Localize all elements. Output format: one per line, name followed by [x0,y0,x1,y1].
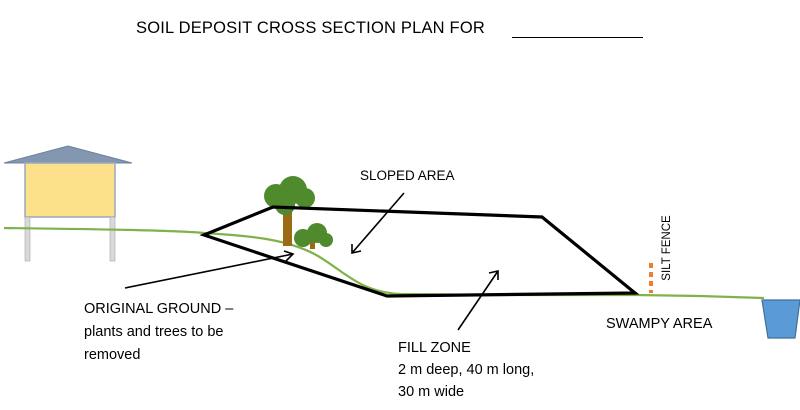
arrow-fill-zone [457,270,499,331]
fill-zone-outline [199,205,640,298]
tree-trunk [310,240,315,249]
house-stilt-right [109,216,116,262]
pointer-arrows [124,192,499,331]
house-stilt-left [24,216,31,262]
tree-large [264,176,315,246]
tree-small [294,223,333,249]
house [3,145,133,262]
original-ground-label: ORIGINAL GROUND – plants and trees to be… [84,301,234,363]
arrow-original-ground [124,253,294,289]
title-blank-line [512,37,643,38]
sloped-area-label: SLOPED AREA [360,168,455,183]
house-roof [3,145,133,164]
original-ground-line [3,226,765,300]
water-bucket [761,299,800,339]
house-wall [24,162,116,218]
swampy-area-label: SWAMPY AREA [606,316,713,332]
fill-zone-label: FILL ZONE 2 m deep, 40 m long, 30 m wide [398,340,535,400]
arrow-sloped-area [351,192,405,254]
tree-trunk [283,206,292,246]
diagram-title: SOIL DEPOSIT CROSS SECTION PLAN FOR [136,19,485,37]
